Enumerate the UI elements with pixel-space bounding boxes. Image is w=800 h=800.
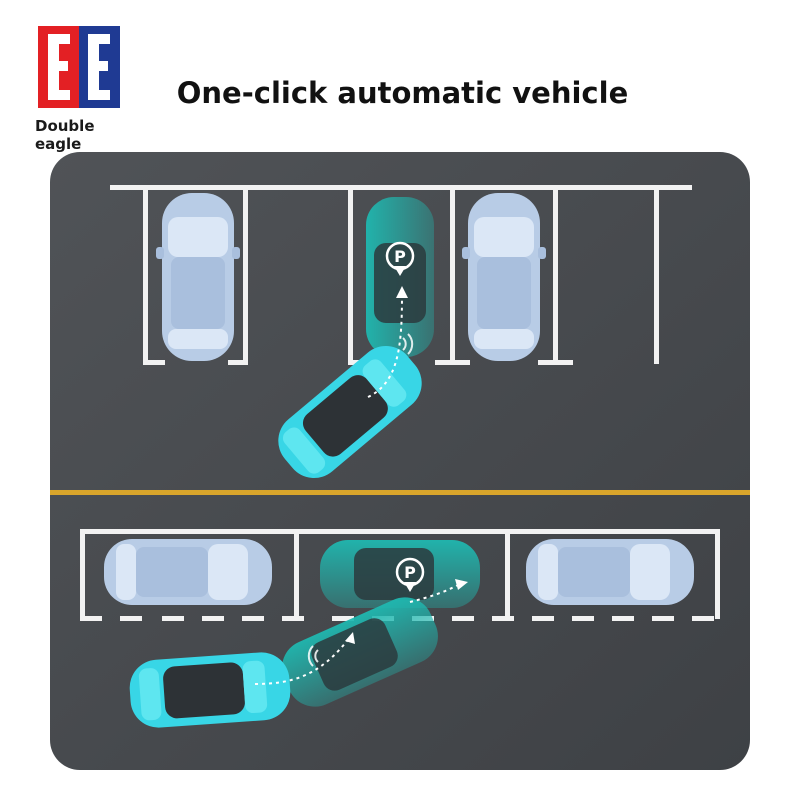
parked-car-top-right bbox=[462, 193, 546, 361]
active-car-bottom bbox=[127, 650, 293, 730]
bottom-parking-lines bbox=[80, 529, 720, 621]
brand-name-line1: Double bbox=[35, 117, 95, 135]
logo-left-e bbox=[48, 34, 70, 100]
brand-name-line2: eagle bbox=[35, 135, 82, 153]
parking-lot-scene: P P bbox=[50, 152, 750, 770]
path-arrowhead-bottom-icon bbox=[345, 632, 355, 644]
brand-name: Double eagle bbox=[35, 117, 145, 153]
top-parking-lines bbox=[110, 185, 692, 365]
parked-car-bottom-right bbox=[526, 539, 694, 605]
svg-text:P: P bbox=[404, 563, 416, 582]
headline: One-click automatic vehicle bbox=[176, 76, 629, 110]
svg-text:P: P bbox=[394, 247, 406, 266]
wireless-signal-icon bbox=[402, 333, 414, 355]
target-car-bottom-ghost bbox=[320, 540, 480, 608]
path-arrow-bottom-2-icon bbox=[409, 583, 461, 603]
path-arrow-icon bbox=[367, 291, 403, 398]
parking-marker-icon: P bbox=[385, 241, 415, 276]
double-eagle-logo bbox=[38, 26, 120, 108]
parking-marker-bottom-icon: P bbox=[395, 557, 425, 592]
path-arrowhead-bottom-2-icon bbox=[455, 579, 468, 590]
path-arrowhead-icon bbox=[396, 286, 408, 298]
parked-car-bottom-left bbox=[104, 539, 272, 605]
target-car-top-ghost bbox=[366, 197, 434, 357]
wireless-signal-bottom-icon bbox=[307, 645, 319, 667]
parked-car-top-left bbox=[156, 193, 240, 361]
path-arrow-bottom-icon bbox=[254, 636, 351, 685]
yellow-center-line bbox=[50, 490, 750, 495]
logo-right-e bbox=[88, 34, 110, 100]
